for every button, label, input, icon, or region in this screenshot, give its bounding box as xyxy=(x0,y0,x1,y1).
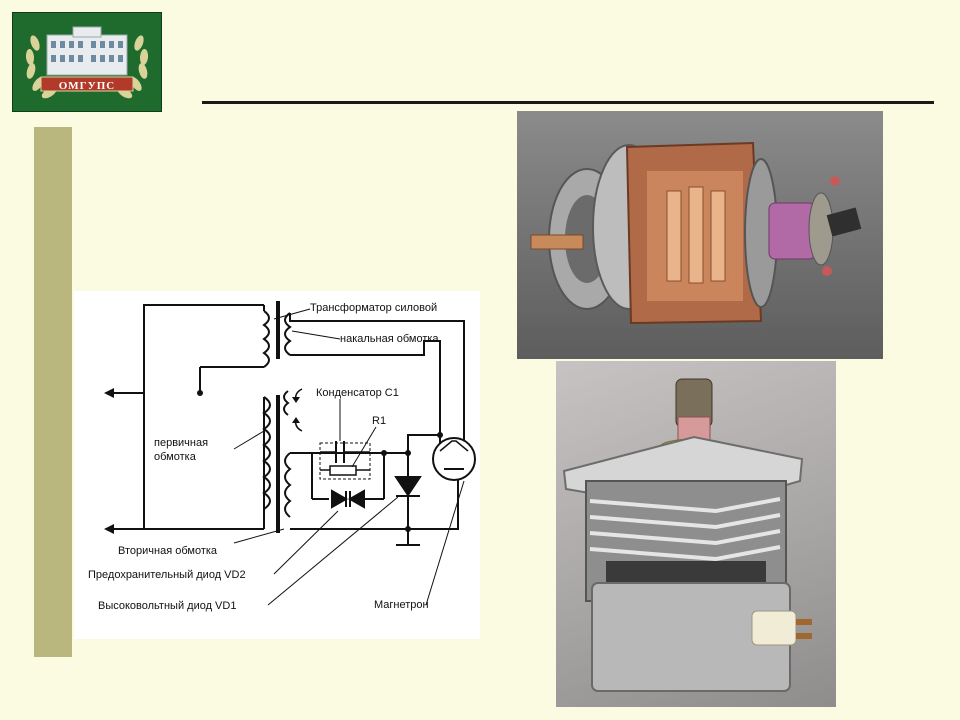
label-magnetron: Магнетрон xyxy=(374,599,429,611)
label-filament-winding: накальная обмотка xyxy=(340,333,439,345)
label-capacitor: Конденсатор С1 xyxy=(316,387,399,399)
university-logo: ОМГУПС xyxy=(12,12,162,112)
label-protective-diode: Предохранительный диод VD2 xyxy=(88,569,246,581)
magnetron-cutaway-illustration xyxy=(530,141,862,325)
label-secondary-winding: Вторичная обмотка xyxy=(118,545,218,557)
label-primary-line2: обмотка xyxy=(154,451,196,463)
laurel-building-emblem-icon xyxy=(25,26,149,99)
magnetron-cutaway-photo xyxy=(517,111,883,359)
label-primary-line1: первичная xyxy=(154,437,209,449)
label-transformer: Трансформатор силовой xyxy=(310,302,438,314)
header-divider xyxy=(202,101,934,104)
label-hv-diode: Высоковольтный диод VD1 xyxy=(98,600,237,612)
side-accent-bar xyxy=(34,127,72,657)
magnetron-circuit-diagram: Трансформатор силовой накальная обмотка … xyxy=(74,291,480,639)
magnetron-unit-photo xyxy=(556,361,836,707)
logo-brand-text: ОМГУПС xyxy=(58,80,116,92)
label-resistor: R1 xyxy=(372,415,387,427)
magnetron-unit-illustration xyxy=(562,378,812,692)
circuit-schematic xyxy=(104,301,476,606)
